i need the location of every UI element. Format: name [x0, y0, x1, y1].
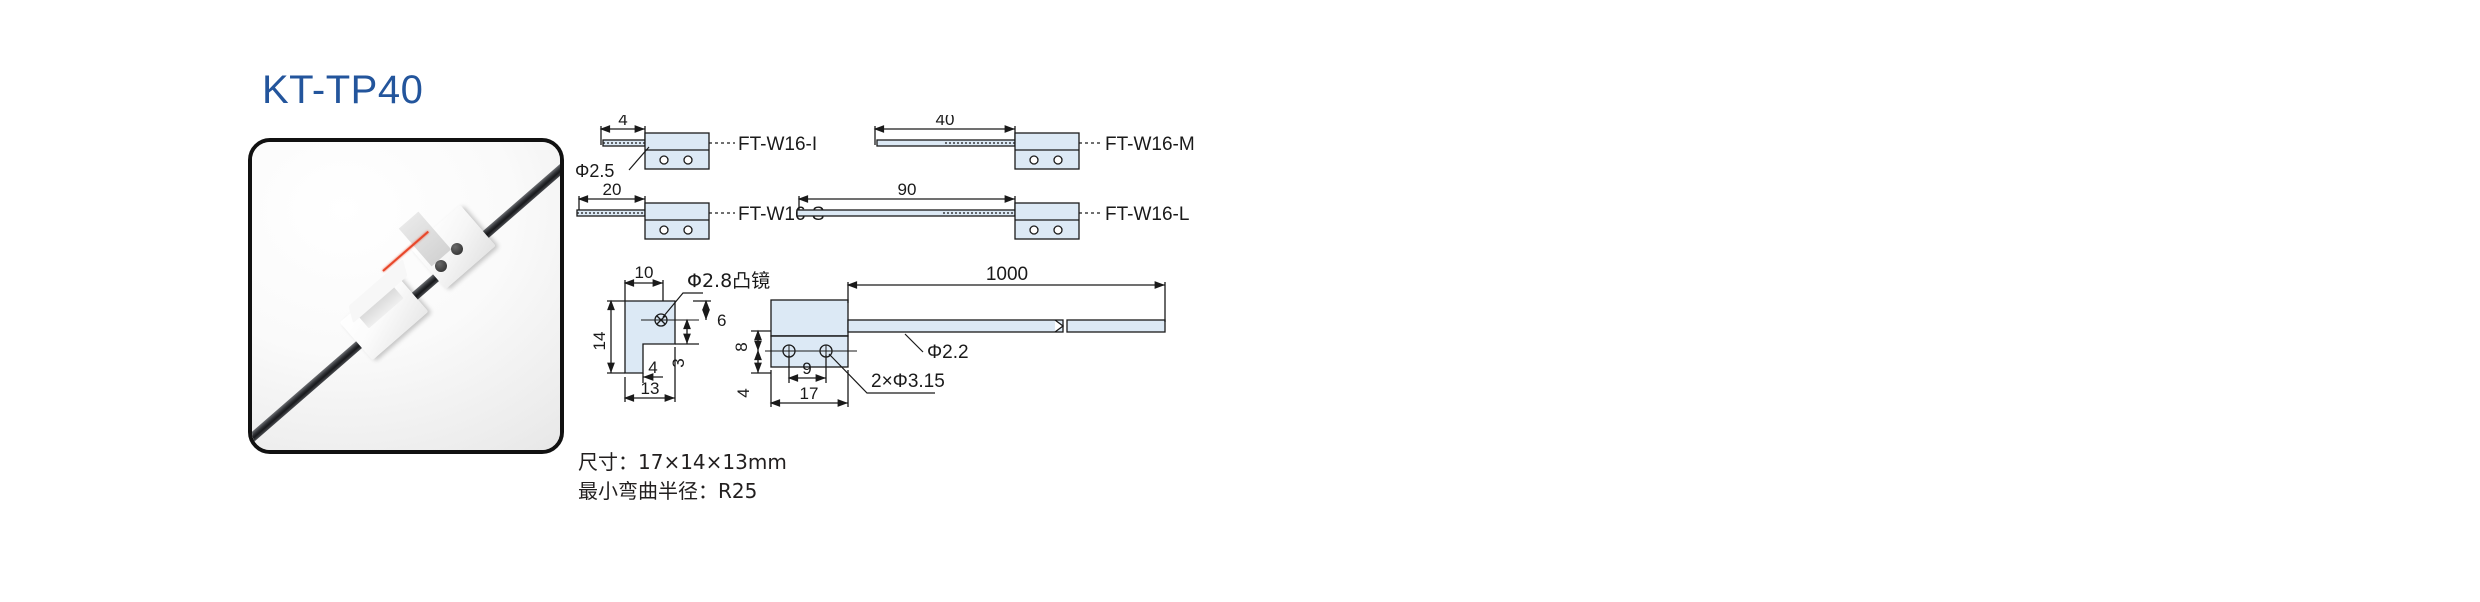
dim-ft-w16-m-length: 40 [936, 115, 955, 129]
label-ft-w16-l: FT-W16-L [1105, 204, 1189, 225]
technical-drawing: 4 FT-W16-I Φ2.5 [575, 115, 1195, 415]
dim-body-width: 17 [800, 384, 819, 403]
dim-side-top-width: 10 [635, 263, 654, 282]
spec-bend-radius: 最小弯曲半径：R25 [578, 479, 758, 503]
dim-hole-bottom: 4 [734, 388, 753, 397]
label-ft-w16-i: FT-W16-I [738, 134, 817, 155]
variant-ft-w16-s: 20 FT-W16-S [576, 180, 825, 240]
callout-lens-dia: Φ2.8凸镜 [687, 270, 770, 292]
side-view: 10 14 13 4 [590, 263, 770, 402]
front-view: 1000 Φ2.2 8 [732, 264, 1166, 407]
dim-cable-length: 1000 [986, 264, 1028, 285]
product-photo [252, 142, 560, 450]
dim-ft-w16-s-length: 20 [603, 180, 622, 199]
dim-hole-top: 8 [732, 342, 751, 351]
label-ft-w16-s: FT-W16-S [738, 204, 825, 225]
mounting-hole-2 [435, 260, 447, 272]
callout-mount-holes: 2×Φ3.15 [871, 371, 945, 392]
dim-lens-bottom: 3 [669, 358, 688, 367]
variant-ft-w16-l: 90 FT-W16-L [796, 180, 1189, 240]
spec-list: 尺寸：17×14×13mm 最小弯曲半径：R25 [578, 448, 787, 506]
dim-ft-w16-l-length: 90 [898, 180, 917, 199]
spec-dimensions: 尺寸：17×14×13mm [578, 450, 787, 474]
callout-cable-dia: Φ2.2 [927, 342, 969, 363]
dim-ft-w16-i-length: 4 [618, 115, 627, 129]
variant-ft-w16-m: 40 FT-W16-M [873, 115, 1195, 170]
page-title: KT-TP40 [262, 68, 424, 112]
callout-fiber-dia: Φ2.5 [575, 146, 650, 181]
label-ft-w16-m: FT-W16-M [1105, 134, 1195, 155]
variant-ft-w16-i: 4 FT-W16-I [599, 115, 817, 170]
callout-fiber-dia-text: Φ2.5 [575, 161, 614, 181]
product-photo-card [248, 138, 564, 454]
dim-side-base-width: 13 [641, 379, 660, 398]
dim-hole-spacing: 9 [802, 359, 811, 378]
dim-lens-top: 6 [717, 311, 726, 330]
dim-side-height: 14 [590, 332, 609, 351]
dim-side-foot: 4 [648, 358, 657, 377]
mounting-hole-1 [451, 243, 463, 255]
